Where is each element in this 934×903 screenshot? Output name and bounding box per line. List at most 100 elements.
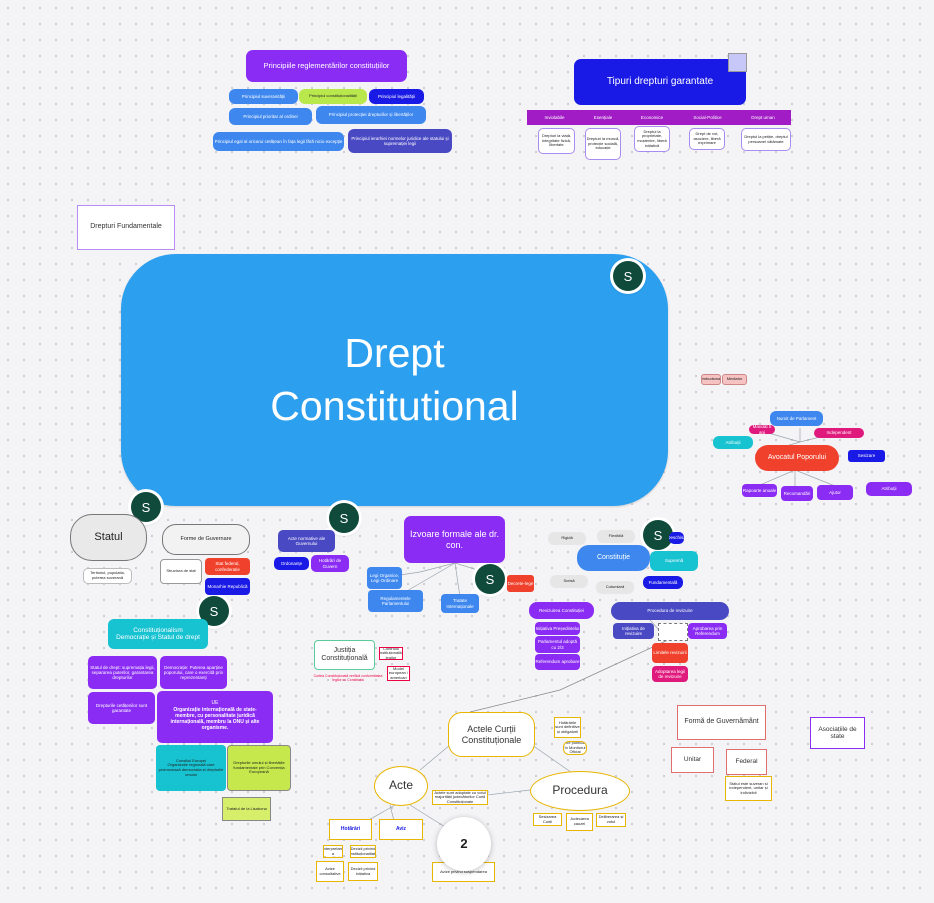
forma-colored[interactable]: Stat federal, confederatie bbox=[205, 558, 250, 575]
revizuire-left-item[interactable]: Inițiativa Președintelui bbox=[535, 622, 580, 635]
constitutionalism-item[interactable]: Statul de drept: supremația legii, separ… bbox=[88, 656, 157, 689]
principle-item[interactable]: Principiul legalității bbox=[369, 89, 424, 104]
avocat-small[interactable]: Mediator bbox=[722, 374, 747, 385]
acte-item[interactable]: Decizii privind inițiativa bbox=[348, 862, 378, 881]
consiliul-europei-box[interactable]: Consiliul Europei Organizație regională … bbox=[156, 745, 226, 791]
main-title-node[interactable]: Drept Constitutional bbox=[121, 254, 668, 506]
acte-node[interactable]: Acte bbox=[374, 766, 428, 806]
revizuire-left-title[interactable]: Revizuirea Constituției bbox=[529, 602, 594, 619]
aviz-node[interactable]: Aviz bbox=[379, 819, 423, 840]
rights-box[interactable]: Drept de vot, asociere, liberă exprimare bbox=[689, 128, 725, 150]
izvoare-item[interactable]: Tratate Internaționale bbox=[441, 594, 479, 613]
lisabona-box[interactable]: Tratatul de la Lisabona bbox=[222, 797, 271, 821]
procedura-item[interactable]: Judecarea cauzei bbox=[566, 813, 593, 831]
acte-guvern-node[interactable]: Acte normative ale Guvernului bbox=[278, 530, 335, 552]
avocat-item[interactable]: Recomandări bbox=[781, 486, 813, 501]
user-avatar[interactable]: S bbox=[329, 503, 359, 533]
principles-title[interactable]: Principiile reglementărilor constituțiil… bbox=[246, 50, 407, 82]
conventie-box[interactable]: Drepturile omului și libertățile fundame… bbox=[227, 745, 291, 791]
federal-node[interactable]: Federal bbox=[726, 749, 767, 775]
justitie-node[interactable]: Justiția Constituțională bbox=[314, 640, 375, 670]
constitutie-item[interactable]: Scrisă bbox=[550, 575, 588, 588]
avocat-item[interactable]: Sesizare bbox=[848, 450, 885, 462]
constitutionalism-title[interactable]: Constituționalism Democrație și Statul d… bbox=[108, 619, 208, 649]
acte-item[interactable]: Avize consultative bbox=[316, 861, 344, 882]
procedura-item[interactable]: Deliberarea și votul bbox=[596, 813, 626, 827]
justitie-sub[interactable]: Curtea Constituțională verifică conformi… bbox=[313, 673, 383, 682]
avocat-item[interactable]: Ajutor bbox=[817, 485, 853, 500]
unitar-node[interactable]: Unitar bbox=[671, 747, 714, 773]
user-avatar[interactable]: S bbox=[613, 261, 643, 291]
acte-guvern-sub[interactable]: Hotărâri de Guvern bbox=[311, 555, 349, 572]
avocat-item[interactable]: Rapoarte anuale bbox=[742, 484, 777, 497]
revizuire-item[interactable]: Limitele revizuirii bbox=[652, 643, 688, 663]
izvoare-item[interactable]: Decrete-lege bbox=[507, 575, 534, 592]
revizuire-item[interactable]: Adoptarea legii de revizuire bbox=[652, 666, 688, 682]
acte-item[interactable]: Decizii privind constituționalitatea bbox=[350, 845, 376, 858]
rights-box[interactable]: Dreptul la petiție, dreptul persoanei vă… bbox=[741, 128, 791, 151]
izvoare-item[interactable]: Regulamentele Parlamentului bbox=[368, 590, 423, 612]
revizuire-item[interactable]: Inițiativa de revizuire bbox=[613, 623, 654, 639]
constitutie-item[interactable]: Deschisă bbox=[669, 532, 684, 544]
statul-node[interactable]: Statul bbox=[70, 514, 147, 561]
procedura-item[interactable]: Sesizarea Curții bbox=[533, 813, 562, 826]
avocat-item[interactable]: Mandat 5 ani bbox=[749, 425, 775, 434]
izvoare-item[interactable]: Legi Organice, Legi Ordinare bbox=[367, 567, 402, 589]
rights-header[interactable]: Inviolabile bbox=[527, 110, 582, 125]
avocat-item[interactable]: Independent bbox=[814, 428, 864, 438]
principle-item[interactable]: Principiul egal al oricarui cetățean în … bbox=[213, 132, 344, 151]
procedura-revizuire-title[interactable]: Procedura de revizuire bbox=[611, 602, 729, 620]
statul-sub[interactable]: Teritoriul, populatia, puterea suverană bbox=[83, 568, 132, 584]
principle-item[interactable]: Principiul constituționalității bbox=[299, 89, 367, 104]
user-avatar[interactable]: S bbox=[643, 520, 673, 550]
principle-item[interactable]: Principiul ierarhiei normelor juridice a… bbox=[348, 129, 452, 153]
rights-box[interactable]: Drepturi la viață, integritate fizică, l… bbox=[538, 128, 575, 154]
procedura-node[interactable]: Procedura bbox=[530, 771, 630, 811]
user-avatar[interactable]: S bbox=[475, 564, 505, 594]
constitutie-item[interactable]: Flexibilă bbox=[597, 530, 635, 543]
justitie-item[interactable]: Model european / american bbox=[387, 666, 410, 681]
acte-guvern-sub[interactable]: Ordonanțe bbox=[274, 557, 309, 570]
forma-colored[interactable]: Monarhie Republică bbox=[205, 578, 250, 595]
revizuire-item[interactable]: Aprobarea prin Referendum bbox=[688, 623, 727, 639]
actele-curtii-node[interactable]: Actele Curții Constituționale bbox=[448, 712, 535, 757]
constitutie-item[interactable]: Cutumiară bbox=[596, 581, 634, 594]
constitutie-item[interactable]: Supremă bbox=[650, 551, 698, 571]
forma-guvernamant-node[interactable]: Formă de Guvernământ bbox=[677, 705, 766, 740]
curtea-side[interactable]: Se publică în Monitorul Oficial bbox=[563, 741, 587, 755]
asociatii-node[interactable]: Asociațiile de state bbox=[810, 717, 865, 749]
curtea-top-note[interactable]: Actele sunt adoptate cu votul majorități… bbox=[432, 790, 488, 805]
acte-item[interactable]: Hotărâri de interpretare a Constituției bbox=[323, 845, 343, 858]
principle-item[interactable]: Principiul suveranității bbox=[229, 89, 298, 104]
avocat-item[interactable]: Numit de Parlament bbox=[770, 411, 823, 426]
avocat-extra[interactable]: Atribuții bbox=[866, 482, 912, 496]
rights-header[interactable]: Drept uman bbox=[735, 110, 791, 125]
constitutionalism-item[interactable]: Democrație: Puterea aparține poporului, … bbox=[160, 656, 227, 689]
principle-item[interactable]: Principiul prioritar al ordinei bbox=[229, 108, 312, 125]
rights-box[interactable]: Drepturi la muncă, protecție socială, ed… bbox=[585, 128, 621, 160]
ue-box[interactable]: UE Organizație internațională de state-m… bbox=[157, 691, 273, 743]
constitutie-item[interactable]: Rigidă bbox=[548, 532, 586, 545]
rights-header[interactable]: Social-Politice bbox=[680, 110, 735, 125]
constitutie-item[interactable]: Fundamentală bbox=[643, 576, 683, 589]
avocat-small[interactable]: Ombudsman bbox=[701, 374, 721, 385]
curtea-side[interactable]: Hotărârile sunt definitive și obligatori… bbox=[554, 717, 581, 738]
principle-item[interactable]: Principiul protecției drepturilor și lib… bbox=[316, 106, 426, 124]
constitutionalism-item[interactable]: Drepturile cetățenilor sunt garantate bbox=[88, 692, 155, 724]
avocatul-poporului-node[interactable]: Avocatul Poporului bbox=[755, 445, 839, 471]
page-badge[interactable]: 2 bbox=[437, 817, 491, 871]
revizuire-left-item[interactable]: Parlamentul adoptă cu 2/3 bbox=[535, 636, 580, 653]
rights-types-title[interactable]: Tipuri drepturi garantate bbox=[574, 59, 746, 105]
izvoare-title[interactable]: Izvoare formale ale dr. con. bbox=[404, 516, 505, 563]
forma-guvernare-node[interactable]: Forme de Guvernare bbox=[162, 524, 250, 555]
hotarari-node[interactable]: Hotărâri bbox=[329, 819, 372, 840]
forma-sub[interactable]: Structura de stat bbox=[160, 559, 202, 584]
rights-header[interactable]: Esențiale bbox=[582, 110, 624, 125]
drepturi-fundamentale-box[interactable]: Drepturi Fundamentale bbox=[77, 205, 175, 250]
forma-guv-note[interactable]: Statul este suveran și independent, unit… bbox=[725, 776, 772, 801]
constitutie-node[interactable]: Constituție bbox=[577, 545, 650, 571]
avocat-item[interactable]: Atribuții bbox=[713, 436, 753, 449]
rights-header[interactable]: Economice bbox=[624, 110, 680, 125]
revizuire-left-item[interactable]: Referendum aprobare bbox=[535, 654, 580, 670]
rights-box[interactable]: Dreptul la proprietate, moștenire, liber… bbox=[634, 126, 670, 152]
